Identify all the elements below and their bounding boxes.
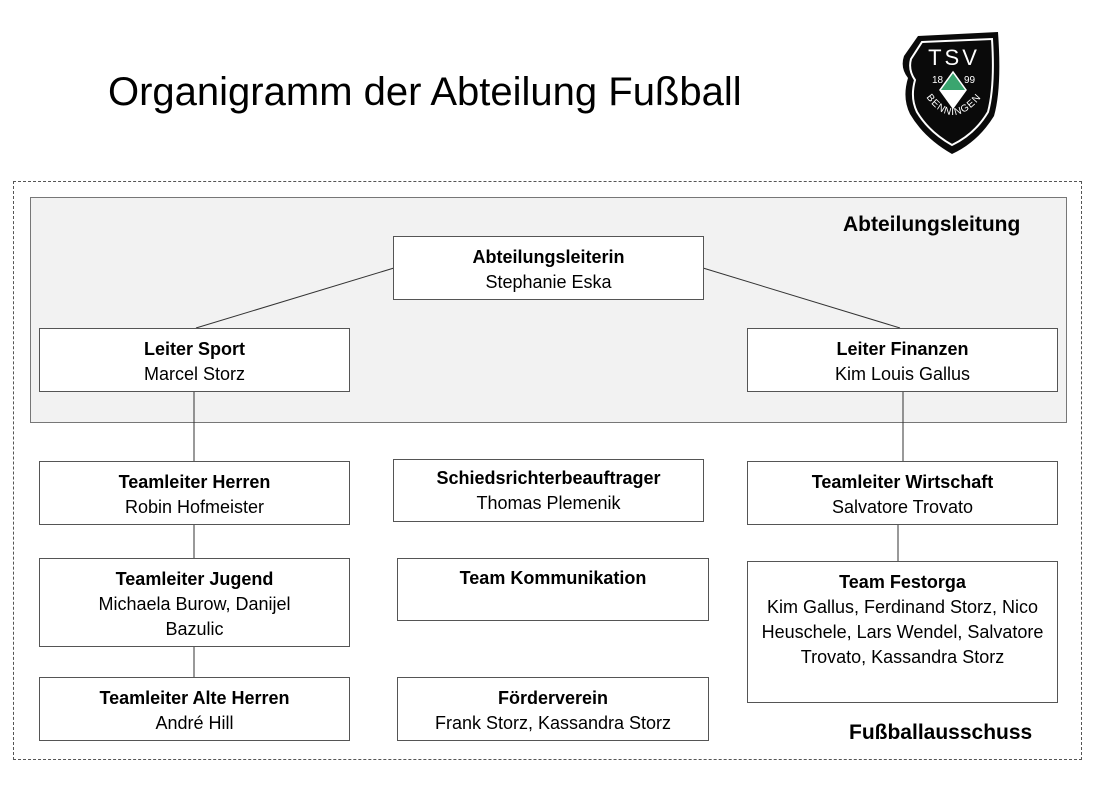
person-names: Thomas Plemenik [476,493,621,513]
role-title: Team Kommunikation [459,568,647,588]
role-title: Teamleiter Herren [118,472,271,492]
role-title: Teamleiter Alte Herren [99,688,290,708]
org-box-leiter-sport: Leiter Sport Marcel Storz [39,328,350,392]
role-title: Teamleiter Wirtschaft [811,472,994,492]
person-names: Frank Storz, Kassandra Storz [434,713,672,733]
org-box-teamleiter-jugend: Teamleiter Jugend Michaela Burow, Danije… [39,558,350,647]
org-box-abteilungsleiterin: Abteilungsleiterin Stephanie Eska [393,236,704,300]
club-crest-logo: TSV 18 99 BENNINGEN [902,32,1000,154]
role-title: Schiedsrichterbeauftrager [436,468,661,488]
person-names: Michaela Burow, Danijel Bazulic [98,594,291,639]
svg-text:TSV: TSV [928,45,980,70]
org-box-schiedsrichterbeauftrager: Schiedsrichterbeauftrager Thomas Plemeni… [393,459,704,522]
region-label-fussballausschuss: Fußballausschuss [849,721,1033,744]
svg-text:99: 99 [964,75,976,86]
role-title: Leiter Finanzen [836,339,969,359]
region-label-abteilungsleitung: Abteilungsleitung [843,213,1021,236]
person-names: Kim Louis Gallus [834,364,971,384]
org-box-team-festorga: Team Festorga Kim Gallus, Ferdinand Stor… [747,561,1058,703]
role-title: Förderverein [497,688,609,708]
person-names: Salvatore Trovato [831,497,974,517]
page-title: Organigramm der Abteilung Fußball [108,70,742,114]
org-box-teamleiter-herren: Teamleiter Herren Robin Hofmeister [39,461,350,525]
person-names: Marcel Storz [143,364,246,384]
svg-text:18: 18 [932,75,944,86]
org-box-teamleiter-alte-herren: Teamleiter Alte Herren André Hill [39,677,350,741]
role-title: Abteilungsleiterin [472,247,625,267]
person-names: Stephanie Eska [485,272,612,292]
org-box-teamleiter-wirtschaft: Teamleiter Wirtschaft Salvatore Trovato [747,461,1058,525]
org-box-team-kommunikation: Team Kommunikation [397,558,709,621]
fussballausschuss-region [13,181,1082,760]
role-title: Teamleiter Jugend [115,569,274,589]
role-title: Team Festorga [839,572,966,592]
org-box-foerderverein: Förderverein Frank Storz, Kassandra Stor… [397,677,709,741]
role-title: Leiter Sport [143,339,245,359]
org-box-leiter-finanzen: Leiter Finanzen Kim Louis Gallus [747,328,1058,392]
person-names: Robin Hofmeister [124,497,265,517]
person-names: André Hill [155,713,234,733]
person-names: Kim Gallus, Ferdinand Storz, Nico Heusch… [761,597,1044,667]
